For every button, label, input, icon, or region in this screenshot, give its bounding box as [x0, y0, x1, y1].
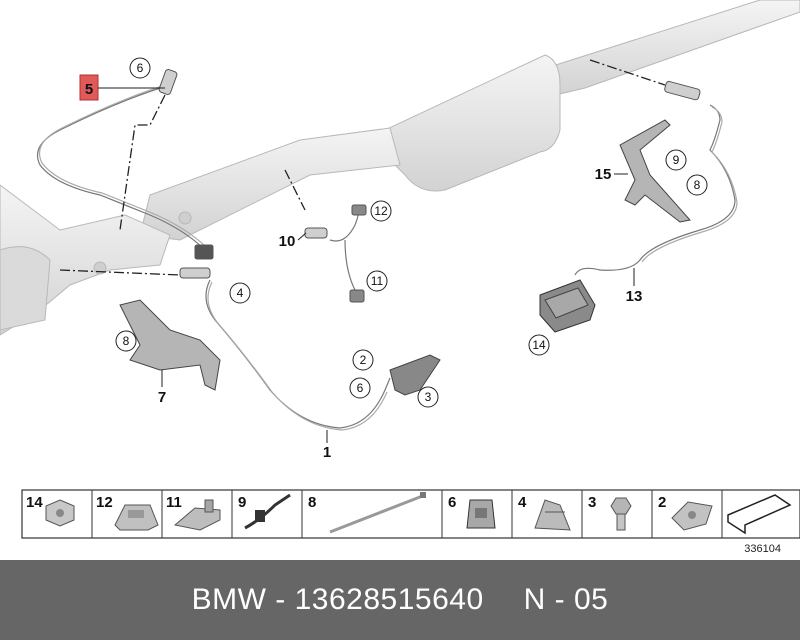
callout-9: 9 [665, 149, 687, 171]
exhaust-system [0, 0, 800, 336]
callout-label: 5 [85, 81, 93, 98]
callout-12: 12 [370, 200, 392, 222]
callout-label: 2 [360, 353, 367, 367]
strip-cell-4: 4 [518, 494, 571, 531]
strip-cell-3: 3 [588, 494, 632, 531]
callout-14: 14 [528, 334, 550, 356]
sensor-13-wire [574, 104, 736, 276]
parts-diagram: 6 5 10 12 11 4 8 7 [0, 0, 800, 555]
footer-page: N - 05 [523, 583, 609, 616]
strip-cell-2: 2 [658, 494, 713, 531]
strip-cell-8: 8 [308, 492, 426, 534]
callout-1: 1 [323, 430, 331, 461]
sensor-5-body [158, 69, 178, 95]
callout-11: 11 [366, 270, 388, 292]
sensor-10-wire [329, 209, 360, 291]
callout-label: 14 [532, 338, 546, 352]
spring-clip-icon [534, 499, 571, 531]
callout-13: 13 [626, 268, 643, 305]
rear-exhaust-pipe [539, 0, 800, 96]
leader-lines [59, 59, 666, 276]
callout-3: 3 [417, 386, 439, 408]
nut-icon [45, 499, 75, 527]
strip-number: 14 [26, 494, 43, 511]
cable-tie-icon [329, 492, 426, 534]
callout-label: 8 [694, 178, 701, 192]
callout-6-top: 6 [129, 57, 151, 79]
callout-8-right: 8 [686, 174, 708, 196]
sensor-5-wire [36, 84, 206, 251]
sensor-control-unit [539, 279, 596, 333]
callout-label: 12 [374, 204, 388, 218]
callout-6-mid: 6 [349, 377, 371, 399]
callout-label: 1 [323, 444, 331, 461]
sensor-connector-a [194, 244, 214, 260]
strip-number: 3 [588, 494, 596, 511]
strip-number: 4 [518, 494, 527, 511]
strip-cell-6: 6 [448, 494, 496, 529]
plastic-clip-icon [466, 499, 496, 529]
callout-2: 2 [352, 349, 374, 371]
strip-cell-arrow [727, 494, 792, 535]
strip-cell-11: 11 [166, 494, 221, 531]
brackets [119, 119, 691, 396]
cable-tie-clip-icon [244, 493, 291, 530]
sensor-10-body [304, 227, 328, 239]
footer-part-number: 13628515640 [294, 583, 484, 616]
callout-label: 7 [158, 389, 166, 406]
cage-nut-icon [671, 501, 713, 531]
callout-label: 3 [425, 390, 432, 404]
sensor-connector-c [351, 204, 367, 216]
callout-label: 13 [626, 288, 643, 305]
callout-5-highlighted: 5 [79, 74, 165, 101]
footer-brand: BMW [191, 583, 267, 616]
footer-separator: - [266, 583, 295, 616]
bracket-plate-icon [173, 499, 221, 531]
strip-number: 8 [308, 494, 316, 511]
parts-strip: 14 12 11 9 [21, 489, 800, 539]
callout-10: 10 [279, 232, 307, 250]
strip-number: 9 [238, 494, 246, 511]
callout-8-left: 8 [115, 330, 137, 352]
strip-cell-9: 9 [238, 493, 291, 530]
strip-cell-14: 14 [26, 494, 75, 527]
callout-7: 7 [158, 370, 166, 406]
bracket-3 [389, 354, 441, 396]
callout-label: 8 [123, 334, 130, 348]
sensor-wiring [36, 82, 738, 431]
callout-4: 4 [229, 282, 251, 304]
callout-label: 6 [357, 381, 364, 395]
strip-cell-12: 12 [96, 494, 159, 531]
front-pipe [139, 127, 401, 241]
strip-number: 6 [448, 494, 456, 511]
sensor-13-body [664, 80, 701, 101]
callout-label: 6 [137, 61, 144, 75]
bracket-15 [619, 119, 691, 223]
callout-label: 9 [673, 153, 680, 167]
strip-number: 12 [96, 494, 113, 511]
callout-label: 4 [237, 286, 244, 300]
bracket-7 [119, 299, 221, 391]
sensor-4-body [179, 267, 211, 279]
oxygen-sensors [158, 69, 701, 303]
flange-bolt-icon [610, 497, 632, 531]
callout-label: 11 [371, 274, 384, 288]
strip-number: 2 [658, 494, 666, 511]
callouts: 6 5 10 12 11 4 8 7 [79, 57, 708, 461]
footer-bar: BMW - 13628515640 N - 05 [0, 560, 800, 640]
sensor-connector-b [349, 289, 365, 303]
callout-15: 15 [595, 166, 628, 183]
callout-label: 15 [595, 166, 612, 183]
cable-clip-icon [114, 504, 159, 531]
diagram-number: 336104 [744, 543, 781, 555]
catalytic-converter [379, 54, 561, 192]
callout-label: 10 [279, 233, 296, 250]
strip-number: 11 [166, 494, 182, 511]
arrow-symbol-icon [727, 494, 792, 535]
